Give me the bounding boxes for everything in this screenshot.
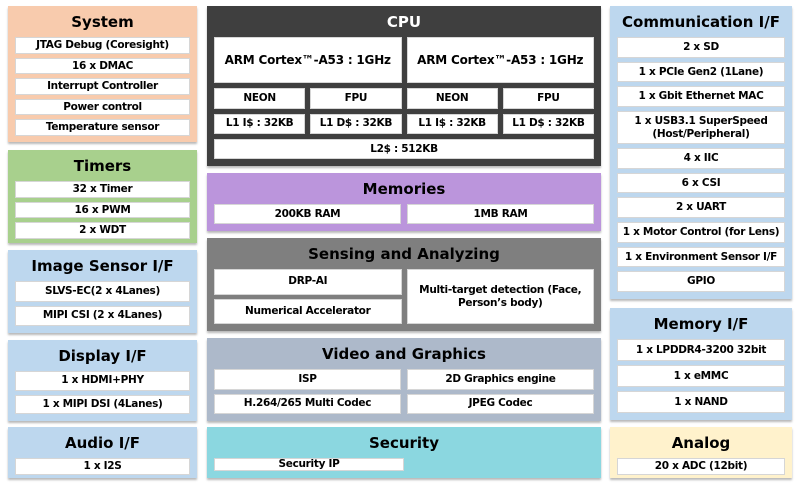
video-item: JPEG Codec xyxy=(407,393,594,414)
cpu-l2-cache: L2$ : 512KB xyxy=(214,138,594,159)
video-title: Video and Graphics xyxy=(322,345,486,363)
cpu-l1-cache: L1 I$ : 32KB xyxy=(406,113,498,134)
memories-item: 1MB RAM xyxy=(407,204,594,224)
analog-items: 20 x ADC (12bit) xyxy=(617,458,785,475)
timers-title: Timers xyxy=(73,157,132,175)
block-communication-if: Communication I/F 2 x SD 1 x PCIe Gen2 (… xyxy=(610,6,792,299)
memory-if-title: Memory I/F xyxy=(653,315,749,333)
block-memory-if: Memory I/F 1 x LPDDR4-3200 32bit 1 x eMM… xyxy=(610,308,792,420)
communication-item: 1 x Motor Control (for Lens) xyxy=(617,222,785,243)
system-item: 16 x DMAC xyxy=(15,57,190,75)
communication-item: 4 x IIC xyxy=(617,148,785,169)
sensing-item: DRP-AI xyxy=(214,269,402,295)
block-cpu: CPU ARM Cortex™-A53 : 1GHz ARM Cortex™-A… xyxy=(207,6,601,166)
system-item: Power control xyxy=(15,98,190,116)
video-item: ISP xyxy=(214,369,401,390)
sensing-right-items: Multi-target detection (Face, Person’s b… xyxy=(406,269,594,324)
communication-item: GPIO xyxy=(617,271,785,293)
cpu-title: CPU xyxy=(386,13,422,31)
security-item: Security IP xyxy=(214,458,404,471)
cpu-core: ARM Cortex™-A53 : 1GHz xyxy=(214,37,402,84)
center-column: CPU ARM Cortex™-A53 : 1GHz ARM Cortex™-A… xyxy=(207,6,601,478)
sensing-body: DRP-AI Numerical Accelerator Multi-targe… xyxy=(214,269,594,324)
cpu-l2-row: L2$ : 512KB xyxy=(214,138,594,159)
display-if-item: 1 x HDMI+PHY xyxy=(15,371,190,391)
communication-item: 2 x UART xyxy=(617,197,785,219)
audio-if-title: Audio I/F xyxy=(65,434,140,452)
memories-items: 200KB RAM 1MB RAM xyxy=(214,204,594,224)
sensing-left-items: DRP-AI Numerical Accelerator xyxy=(214,269,402,324)
memory-if-item: 1 x eMMC xyxy=(617,365,785,387)
image-sensor-title: Image Sensor I/F xyxy=(31,257,174,275)
block-video-graphics: Video and Graphics ISP 2D Graphics engin… xyxy=(207,338,601,421)
display-if-title: Display I/F xyxy=(58,347,147,365)
cpu-unit: FPU xyxy=(502,88,594,109)
image-sensor-item: SLVS-EC(2 x 4Lanes) xyxy=(15,281,190,302)
memories-item: 200KB RAM xyxy=(214,204,401,224)
block-analog: Analog 20 x ADC (12bit) xyxy=(610,427,792,478)
cpu-unit-row: NEON FPU NEON FPU xyxy=(214,88,594,109)
image-sensor-item: MIPI CSI (2 x 4Lanes) xyxy=(15,305,190,326)
block-memories: Memories 200KB RAM 1MB RAM xyxy=(207,173,601,231)
block-timers: Timers 32 x Timer 16 x PWM 2 x WDT xyxy=(8,150,197,243)
image-sensor-items: SLVS-EC(2 x 4Lanes) MIPI CSI (2 x 4Lanes… xyxy=(15,281,190,326)
sensing-item: Numerical Accelerator xyxy=(214,298,402,324)
display-if-items: 1 x HDMI+PHY 1 x MIPI DSI (4Lanes) xyxy=(15,371,190,414)
security-title: Security xyxy=(368,434,440,452)
memories-title: Memories xyxy=(362,180,446,198)
cpu-l1-cache: L1 D$ : 32KB xyxy=(310,113,402,134)
timers-item: 32 x Timer xyxy=(15,181,190,198)
analog-item: 20 x ADC (12bit) xyxy=(617,458,785,475)
communication-item: 1 x Environment Sensor I/F xyxy=(617,246,785,268)
video-row: ISP 2D Graphics engine xyxy=(214,369,594,390)
communication-item: 6 x CSI xyxy=(617,172,785,194)
communication-items: 2 x SD 1 x PCIe Gen2 (1Lane) 1 x Gbit Et… xyxy=(617,37,785,293)
cpu-l1-cache: L1 I$ : 32KB xyxy=(214,113,306,134)
cpu-unit: NEON xyxy=(406,88,498,109)
cpu-cache-row: L1 I$ : 32KB L1 D$ : 32KB L1 I$ : 32KB L… xyxy=(214,113,594,134)
system-item: Interrupt Controller xyxy=(15,78,190,95)
cpu-l1-cache: L1 D$ : 32KB xyxy=(502,113,594,134)
system-item: Temperature sensor xyxy=(15,119,190,136)
block-image-sensor-if: Image Sensor I/F SLVS-EC(2 x 4Lanes) MIP… xyxy=(8,250,197,333)
cpu-core-row: ARM Cortex™-A53 : 1GHz ARM Cortex™-A53 :… xyxy=(214,37,594,84)
block-display-if: Display I/F 1 x HDMI+PHY 1 x MIPI DSI (4… xyxy=(8,340,197,421)
cpu-unit: FPU xyxy=(310,88,402,109)
sensing-title: Sensing and Analyzing xyxy=(308,245,500,263)
security-items: Security IP xyxy=(214,458,594,471)
block-system: System JTAG Debug (Coresight) 16 x DMAC … xyxy=(8,6,197,142)
block-audio-if: Audio I/F 1 x I2S xyxy=(8,427,197,478)
timers-item: 2 x WDT xyxy=(15,222,190,239)
communication-title: Communication I/F xyxy=(622,13,780,31)
video-item: H.264/265 Multi Codec xyxy=(214,393,401,414)
cpu-core: ARM Cortex™-A53 : 1GHz xyxy=(406,37,594,84)
communication-item: 1 x USB3.1 SuperSpeed (Host/Peripheral) xyxy=(617,110,785,145)
timers-item: 16 x PWM xyxy=(15,201,190,219)
block-security: Security Security IP xyxy=(207,427,601,478)
system-item: JTAG Debug (Coresight) xyxy=(15,37,190,54)
block-sensing: Sensing and Analyzing DRP-AI Numerical A… xyxy=(207,238,601,331)
communication-item: 1 x Gbit Ethernet MAC xyxy=(617,86,785,107)
timers-items: 32 x Timer 16 x PWM 2 x WDT xyxy=(15,181,190,239)
communication-item: 1 x PCIe Gen2 (1Lane) xyxy=(617,61,785,83)
system-items: JTAG Debug (Coresight) 16 x DMAC Interru… xyxy=(15,37,190,136)
cpu-body: ARM Cortex™-A53 : 1GHz ARM Cortex™-A53 :… xyxy=(214,37,594,159)
right-column: Communication I/F 2 x SD 1 x PCIe Gen2 (… xyxy=(610,6,792,478)
audio-if-item: 1 x I2S xyxy=(15,458,190,475)
communication-item: 2 x SD xyxy=(617,37,785,58)
cpu-unit: NEON xyxy=(214,88,306,109)
memory-if-item: 1 x NAND xyxy=(617,391,785,413)
analog-title: Analog xyxy=(671,434,731,452)
memory-if-item: 1 x LPDDR4-3200 32bit xyxy=(617,339,785,361)
audio-if-items: 1 x I2S xyxy=(15,458,190,475)
system-title: System xyxy=(71,13,134,31)
video-items: ISP 2D Graphics engine H.264/265 Multi C… xyxy=(214,369,594,414)
video-item: 2D Graphics engine xyxy=(407,369,594,390)
sensing-item: Multi-target detection (Face, Person’s b… xyxy=(406,269,594,324)
display-if-item: 1 x MIPI DSI (4Lanes) xyxy=(15,394,190,414)
left-column: System JTAG Debug (Coresight) 16 x DMAC … xyxy=(8,6,197,478)
video-row: H.264/265 Multi Codec JPEG Codec xyxy=(214,393,594,414)
memory-if-items: 1 x LPDDR4-3200 32bit 1 x eMMC 1 x NAND xyxy=(617,339,785,413)
